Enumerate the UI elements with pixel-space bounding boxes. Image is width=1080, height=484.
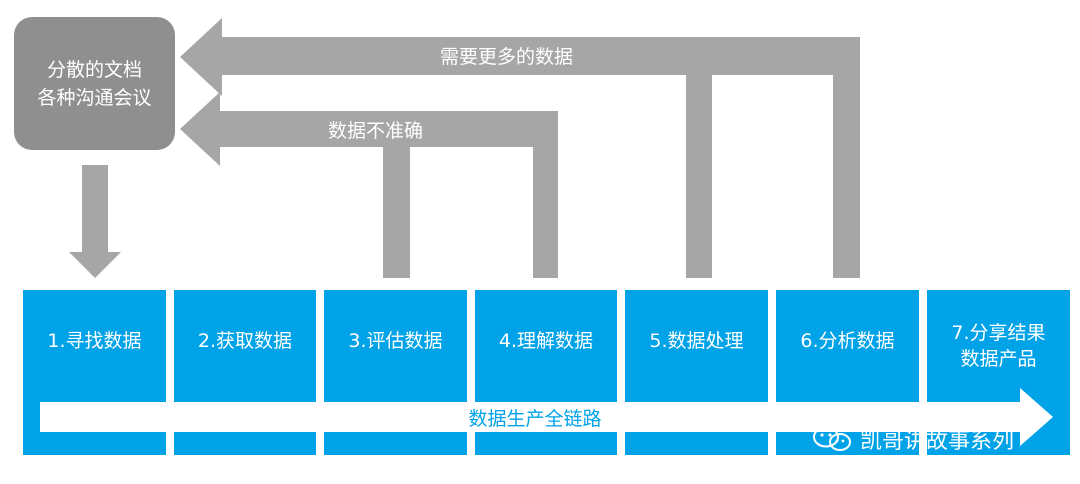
feedback-label-more-data: 需要更多的数据 (440, 46, 574, 68)
wechat-icon (813, 426, 851, 451)
feedback-arrows (69, 18, 860, 278)
feedback-arrow-more-data (180, 18, 860, 278)
stage-label: 5.数据处理 (649, 330, 744, 352)
feedback-arrow-inaccurate (180, 92, 558, 278)
stage-label: 4.理解数据 (498, 330, 594, 352)
down-arrow (69, 165, 121, 278)
stage-label-line-1: 7.分享结果 (951, 322, 1046, 344)
chain-label: 数据生产全链路 (468, 408, 602, 430)
source-box: 分散的文档 各种沟通会议 (14, 17, 175, 150)
stage-label: 3.评估数据 (348, 330, 443, 352)
stage-label-line-2: 数据产品 (960, 348, 1037, 370)
watermark: 凯哥讲故事系列 (812, 423, 1014, 455)
stage-label: 2.获取数据 (197, 330, 293, 352)
source-line-2: 各种沟通会议 (37, 86, 152, 109)
stage-share-results: 7.分享结果 数据产品 (927, 290, 1070, 455)
chain-arrow-shape (40, 388, 1053, 446)
source-line-1: 分散的文档 (46, 58, 142, 81)
stage-label: 1.寻找数据 (47, 330, 142, 352)
feedback-label-inaccurate: 数据不准确 (328, 120, 424, 142)
stage-label: 6.分析数据 (800, 330, 895, 352)
watermark-text: 凯哥讲故事系列 (860, 429, 1015, 454)
